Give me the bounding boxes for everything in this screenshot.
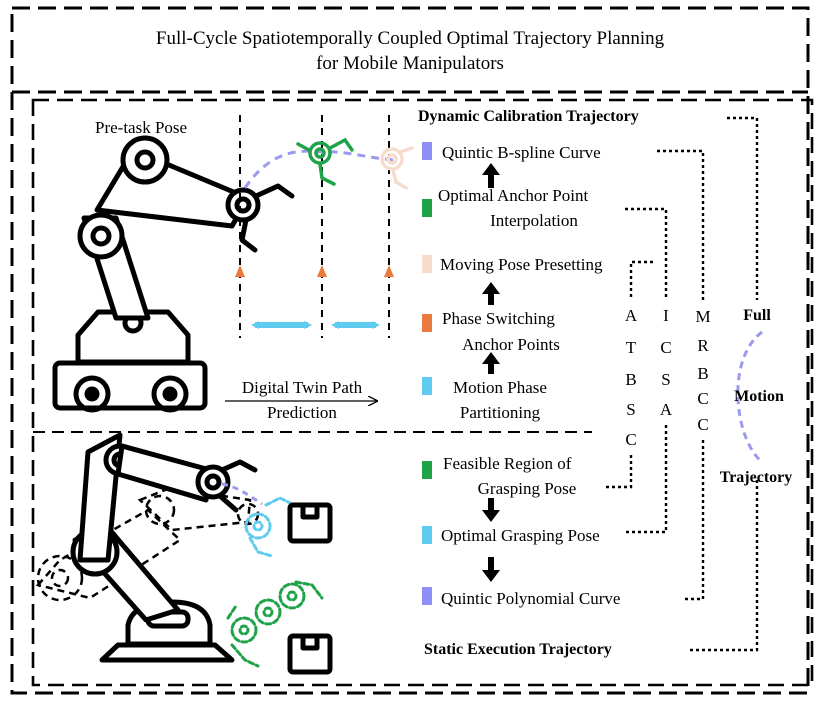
dynamic-trajectory-header: Dynamic Calibration Trajectory xyxy=(418,108,639,125)
marker-bspline xyxy=(422,142,432,160)
bspline-trajectory-path xyxy=(243,149,396,189)
target-box-upper xyxy=(287,502,333,544)
manipulator-lower xyxy=(70,432,258,663)
full-motion-arc xyxy=(736,330,763,464)
connector-icsa xyxy=(625,207,668,534)
mobile-manipulator-upper xyxy=(52,135,295,413)
step-anchor-interp-label-1: Optimal Anchor Point xyxy=(438,186,588,205)
prediction-label-line-1: Digital Twin Path xyxy=(242,378,363,397)
marker-phase-switch xyxy=(422,314,432,332)
arrow-up-2 xyxy=(482,282,500,305)
step-pose-presetting-label: Moving Pose Presetting xyxy=(440,255,603,274)
step-phase-partition-label-2: Partitioning xyxy=(460,403,541,422)
green-gripper-pose xyxy=(296,137,354,186)
step-polynomial-label: Quintic Polynomial Curve xyxy=(441,589,620,608)
algo-icsa-letter: A xyxy=(660,400,673,419)
algo-mrbcc-letter: C xyxy=(697,389,708,408)
arrow-up-3 xyxy=(482,352,500,374)
arrow-down-1 xyxy=(482,498,500,522)
algo-atbsc-letter: T xyxy=(626,338,637,357)
peach-gripper-pose xyxy=(380,146,414,190)
title-line-1: Full-Cycle Spatiotemporally Coupled Opti… xyxy=(156,28,665,49)
algo-mrbcc-letter: R xyxy=(697,336,709,355)
algo-mrbcc-letter: M xyxy=(695,307,710,326)
full-motion-word-1: Full xyxy=(743,307,771,324)
algo-icsa-letter: I xyxy=(663,306,669,325)
algo-atbsc-column: A T B S C xyxy=(625,306,638,449)
algo-atbsc-letter: C xyxy=(625,430,636,449)
step-feasible-region-label-1: Feasible Region of xyxy=(443,454,572,473)
step-color-markers xyxy=(422,142,432,605)
phase-lanes xyxy=(239,115,390,338)
anchor-point-markers xyxy=(235,265,394,277)
algo-atbsc-letter: B xyxy=(625,370,636,389)
algo-mrbcc-column: M R B C C xyxy=(695,307,710,434)
step-phase-switch-label-1: Phase Switching xyxy=(442,309,555,328)
algo-icsa-column: I C S A xyxy=(660,306,673,419)
wheel-left xyxy=(73,375,111,413)
marker-phase-partition xyxy=(422,377,432,395)
connector-full-trajectory xyxy=(688,116,759,652)
connector-atbsc xyxy=(604,260,653,489)
arrow-up-1 xyxy=(482,163,500,188)
pre-task-pose-label: Pre-task Pose xyxy=(95,118,187,137)
step-phase-partition-label-1: Motion Phase xyxy=(453,378,547,397)
flow-arrows xyxy=(482,163,500,582)
marker-optimal-grasp xyxy=(422,526,432,544)
marker-anchor-interp xyxy=(422,199,432,217)
marker-feasible-region xyxy=(422,461,432,479)
content-frame xyxy=(31,98,814,687)
step-bspline-label: Quintic B-spline Curve xyxy=(442,143,601,162)
target-box-lower xyxy=(287,633,333,675)
full-motion-word-2: Motion xyxy=(734,388,784,405)
algo-atbsc-letter: A xyxy=(625,306,638,325)
marker-polynomial xyxy=(422,587,432,605)
grasp-approach-path xyxy=(221,482,263,506)
step-phase-switch-label-2: Anchor Points xyxy=(462,335,560,354)
algo-icsa-letter: C xyxy=(660,338,671,357)
algo-mrbcc-letter: C xyxy=(697,415,708,434)
connector-mrbcc xyxy=(657,149,705,601)
dotted-connectors xyxy=(604,116,759,652)
static-trajectory-header: Static Execution Trajectory xyxy=(424,641,612,658)
step-feasible-region-label-2: Grasping Pose xyxy=(478,479,577,498)
title-line-2: for Mobile Manipulators xyxy=(316,53,504,74)
step-anchor-interp-label-2: Interpolation xyxy=(490,211,578,230)
algo-mrbcc-letter: B xyxy=(697,364,708,383)
algo-atbsc-letter: S xyxy=(626,400,635,419)
green-feasible-poses xyxy=(226,580,324,668)
marker-pose-presetting xyxy=(422,255,432,273)
arrow-down-2 xyxy=(482,557,500,582)
prediction-label-line-2: Prediction xyxy=(267,403,337,422)
full-motion-word-3: Trajectory xyxy=(720,469,793,486)
cyan-grasp-pose xyxy=(244,496,294,558)
outer-frame xyxy=(10,6,814,695)
step-optimal-grasp-label: Optimal Grasping Pose xyxy=(441,526,600,545)
wheel-right xyxy=(151,375,189,413)
algo-icsa-letter: S xyxy=(661,370,670,389)
